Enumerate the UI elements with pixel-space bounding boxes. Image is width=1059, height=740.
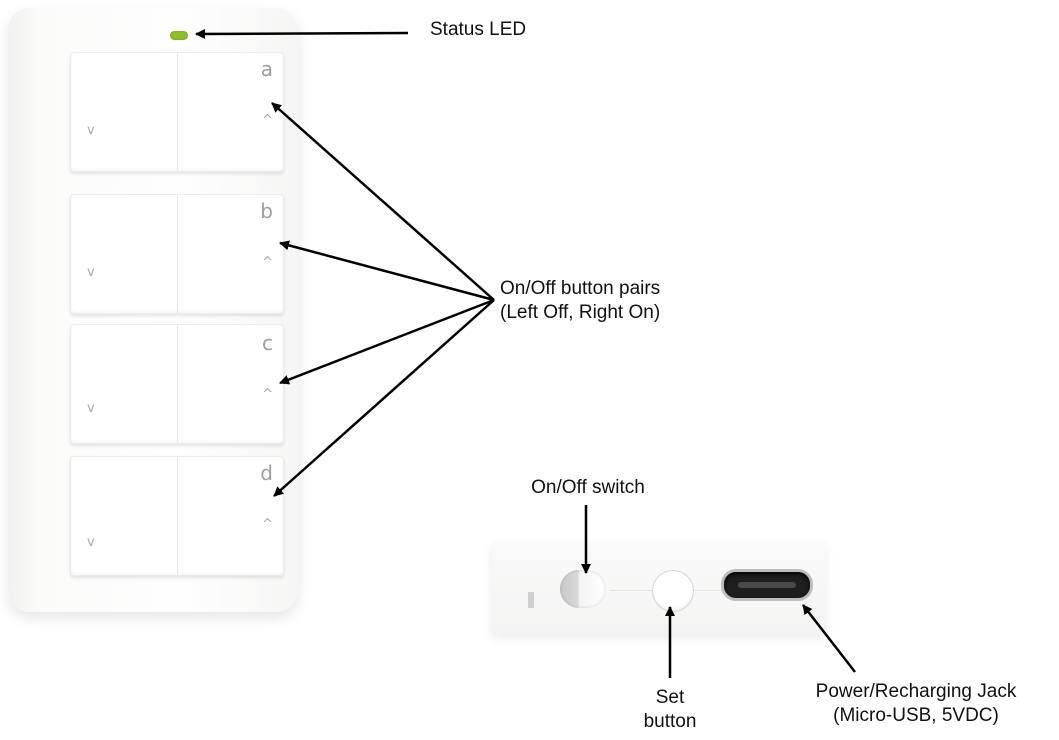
arrow-power-jack (802, 604, 856, 673)
button-pair-b: v b ^ (70, 194, 284, 314)
down-chevron-icon: v (87, 535, 95, 550)
arrow-status-led (195, 28, 409, 39)
button-pair-a: v a ^ (70, 52, 284, 172)
micro-usb-jack (724, 572, 810, 598)
arrow-pair-a (271, 102, 495, 301)
on-button-c[interactable]: c ^ (177, 325, 283, 443)
device-side-view (492, 542, 826, 634)
on-button-b[interactable]: b ^ (177, 195, 283, 313)
button-pair-d: v d ^ (70, 456, 284, 576)
down-chevron-icon: v (87, 401, 95, 416)
seam-line (610, 590, 652, 591)
button-pairs-label-line2: (Left Off, Right On) (500, 302, 661, 323)
power-jack-label-line1: Power/Recharging Jack (815, 681, 1017, 702)
button-pair-c: v c ^ (70, 324, 284, 444)
onoff-switch[interactable] (560, 570, 606, 608)
status-led-label: Status LED (430, 19, 527, 40)
button-letter: b (260, 199, 273, 223)
off-button-d[interactable]: v (71, 457, 178, 575)
set-button-label-line2: button (643, 711, 697, 732)
arrow-pair-d (273, 299, 495, 497)
arrow-pair-b (279, 240, 495, 302)
down-chevron-icon: v (87, 123, 95, 138)
off-button-b[interactable]: v (71, 195, 178, 313)
down-chevron-icon: v (87, 265, 95, 280)
button-letter: d (260, 461, 273, 485)
on-button-d[interactable]: d ^ (177, 457, 283, 575)
up-chevron-icon: ^ (262, 255, 273, 270)
arrow-pair-c (279, 298, 495, 385)
up-chevron-icon: ^ (262, 113, 273, 128)
remote-body: v a ^ v b ^ v c ^ v d ^ (8, 8, 298, 612)
up-chevron-icon: ^ (262, 387, 273, 402)
off-button-a[interactable]: v (71, 53, 178, 171)
button-letter: c (262, 331, 273, 355)
set-button-label-line1: Set (655, 687, 685, 708)
button-letter: a (260, 57, 273, 81)
seam-line (692, 590, 724, 591)
up-chevron-icon: ^ (262, 517, 273, 532)
button-pairs-label-line1: On/Off button pairs (500, 278, 661, 299)
off-button-c[interactable]: v (71, 325, 178, 443)
power-jack-label-line2: (Micro-USB, 5VDC) (833, 705, 999, 726)
onoff-switch-label: On/Off switch (531, 477, 645, 498)
side-slot (528, 592, 534, 608)
status-led (170, 31, 188, 40)
on-button-a[interactable]: a ^ (177, 53, 283, 171)
